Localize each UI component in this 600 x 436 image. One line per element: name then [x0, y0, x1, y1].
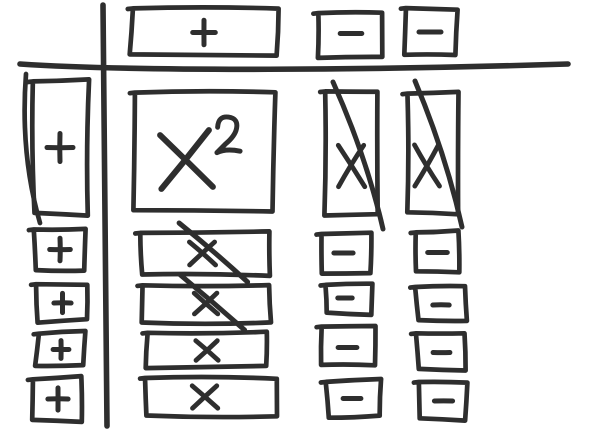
unit-tile-col1-row3: [314, 323, 378, 368]
tile-outline: [317, 89, 381, 218]
tile-outline: [311, 9, 385, 61]
left-unit-tile-3: [31, 328, 88, 369]
x-label: [190, 383, 220, 411]
unit-tile-col2-row2: [407, 283, 470, 324]
tile-outline: [25, 77, 92, 218]
tile-outline: [407, 283, 470, 324]
vertical-x-tile-1: [317, 79, 386, 232]
tile-outline: [408, 228, 462, 275]
unit-tile-col2-row3: [408, 330, 468, 373]
cross-out-slash: [330, 79, 386, 232]
unit-tile-col2-row4: [411, 379, 470, 423]
horizontal-x-tile-3: [140, 329, 270, 371]
x-label: [187, 239, 217, 268]
tile-outline: [127, 88, 278, 214]
tile-outline: [318, 281, 375, 318]
x-label: [192, 290, 220, 317]
unit-tile-col1-row2: [318, 281, 375, 318]
tile-outline: [125, 4, 281, 58]
tile-outline: [318, 376, 384, 421]
extra-pen-stroke: [22, 71, 43, 226]
unit-tile-col2-row1: [408, 228, 462, 275]
tile-outline: [132, 229, 273, 279]
horizontal-x-tile-4: [137, 374, 280, 420]
exponent-2: [214, 114, 243, 156]
unit-tile-col1-row1: [314, 230, 374, 276]
vertical-x-tile-2: [400, 78, 465, 230]
tile-outline: [408, 330, 468, 373]
left-unit-tile-2: [28, 281, 90, 326]
x-label: [412, 142, 441, 189]
header-unit-tile-2: [398, 5, 460, 58]
tile-outline: [314, 323, 378, 368]
x-label: [193, 338, 220, 363]
cross-out-slash: [412, 78, 465, 230]
tile-outline: [25, 373, 85, 425]
tile-outline: [26, 226, 88, 274]
vertical-axis-line: [100, 2, 110, 429]
tile-outline: [31, 328, 88, 369]
tile-outline: [28, 281, 90, 326]
tile-outline: [137, 374, 280, 420]
cross-out-slash: [176, 220, 251, 285]
unit-tile-col1-row4: [318, 376, 384, 421]
x-squared-tile: [127, 88, 278, 214]
header-unit-tile-1: [311, 9, 385, 61]
tile-outline: [135, 282, 274, 327]
tile-outline: [398, 5, 460, 58]
cross-out-slash: [177, 272, 248, 333]
left-x-tile: [22, 71, 92, 226]
tile-outline: [314, 230, 374, 276]
tile-outline: [400, 89, 461, 217]
horizontal-x-tile-1: [132, 220, 273, 285]
left-unit-tile-1: [26, 226, 88, 274]
tile-outline: [411, 379, 470, 423]
tile-outline: [140, 329, 270, 371]
header-x-tile: [125, 4, 281, 58]
horizontal-axis-line: [17, 61, 571, 73]
horizontal-x-tile-2: [135, 272, 274, 333]
left-unit-tile-4: [25, 373, 85, 425]
x-label: [158, 127, 212, 192]
